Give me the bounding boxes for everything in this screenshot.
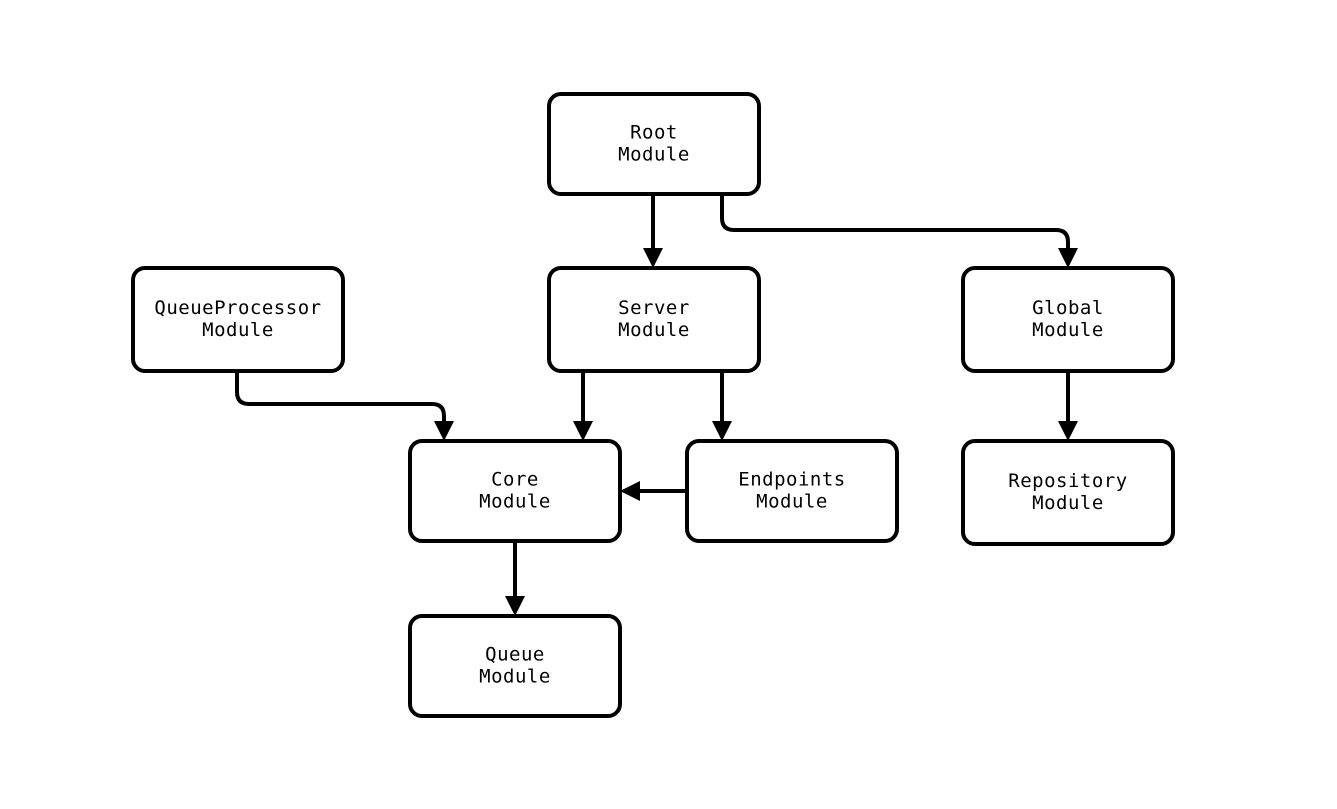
arrowhead-icon: [620, 481, 640, 501]
node-shape[interactable]: [408, 439, 622, 543]
node-label-line1: Root: [630, 122, 678, 144]
node-root-module[interactable]: Root Module: [547, 92, 761, 196]
node-label-line2: Module: [202, 319, 274, 341]
node-label-line1: Server: [618, 297, 690, 319]
node-shape[interactable]: [685, 439, 899, 543]
node-label-line1: Endpoints: [738, 469, 845, 491]
arrowhead-icon: [1058, 248, 1078, 268]
edge-line: [720, 194, 1070, 254]
arrowhead-icon: [1058, 421, 1078, 441]
edge-global-to-repository: [1058, 371, 1078, 441]
edge-server-to-core: [573, 371, 593, 441]
edge-core-to-queue: [505, 541, 525, 616]
node-label-line2: Module: [756, 491, 828, 513]
node-label-line1: Queue: [485, 644, 545, 666]
node-label-line1: QueueProcessor: [154, 297, 321, 319]
node-shape[interactable]: [408, 614, 622, 718]
node-queueprocessor-module[interactable]: QueueProcessor Module: [131, 266, 345, 373]
node-shape[interactable]: [547, 92, 761, 196]
node-label-line2: Module: [1032, 492, 1104, 514]
edge-endpoints-to-core: [620, 481, 687, 501]
node-queue-module[interactable]: Queue Module: [408, 614, 622, 718]
edge-queueprocessor-to-core: [235, 371, 454, 441]
node-shape[interactable]: [961, 439, 1175, 546]
node-label-line2: Module: [479, 491, 551, 513]
arrowhead-icon: [712, 421, 732, 441]
edge-root-to-global: [720, 194, 1078, 268]
node-shape[interactable]: [547, 266, 761, 373]
arrowhead-icon: [643, 248, 663, 268]
node-shape[interactable]: [961, 266, 1175, 373]
node-global-module[interactable]: Global Module: [961, 266, 1175, 373]
edge-server-to-endpoints: [712, 371, 732, 441]
node-label-line1: Core: [491, 469, 539, 491]
node-endpoints-module[interactable]: Endpoints Module: [685, 439, 899, 543]
edge-root-to-server: [643, 194, 663, 268]
node-label-line1: Global: [1032, 297, 1104, 319]
node-layer: Root Module QueueProcessor Module Server…: [131, 92, 1175, 718]
node-label-line1: Repository: [1008, 470, 1127, 492]
edge-line: [235, 371, 446, 427]
edge-layer: [235, 194, 1078, 616]
arrowhead-icon: [573, 421, 593, 441]
arrowhead-icon: [505, 596, 525, 616]
node-shape[interactable]: [131, 266, 345, 373]
arrowhead-icon: [434, 421, 454, 441]
node-core-module[interactable]: Core Module: [408, 439, 622, 543]
node-label-line2: Module: [618, 319, 690, 341]
node-label-line2: Module: [618, 144, 690, 166]
node-label-line2: Module: [479, 666, 551, 688]
node-repository-module[interactable]: Repository Module: [961, 439, 1175, 546]
node-server-module[interactable]: Server Module: [547, 266, 761, 373]
node-label-line2: Module: [1032, 319, 1104, 341]
